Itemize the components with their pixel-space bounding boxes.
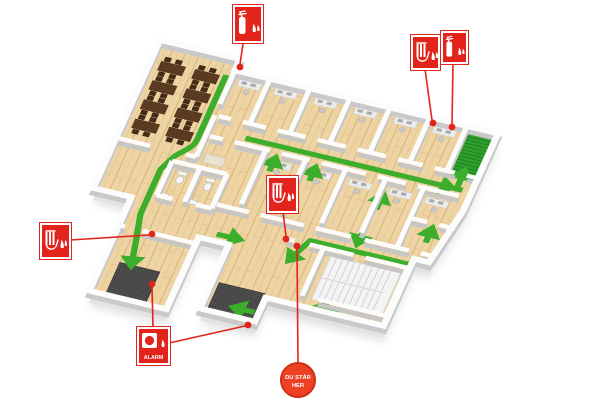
you-are-here-marker: DU STÅR HER <box>280 362 316 398</box>
alarm-sign-label: ALARM <box>144 355 164 361</box>
fire-hose-sign-center <box>266 175 299 214</box>
escape-route-arrow-east <box>215 227 246 247</box>
escape-route-to-left-exit <box>120 74 230 271</box>
side-table <box>202 153 227 168</box>
fire-hose-sign-top-right <box>410 34 441 71</box>
you-are-here-label-line2: HER <box>292 383 305 389</box>
escape-route-arrow-up <box>259 153 284 173</box>
fire-extinguisher-sign-top-right <box>440 30 469 65</box>
toilet-room <box>159 170 217 206</box>
fire-hose-sign-left <box>39 222 72 260</box>
escape-route-arrow-up <box>299 163 324 182</box>
fire-extinguisher-sign-top <box>232 4 264 44</box>
escape-route-arrow-up <box>416 223 441 244</box>
escape-route-corridor <box>244 135 464 193</box>
escape-route-arrow-to-center-exit <box>228 300 256 320</box>
alarm-sign: ALARM <box>136 326 171 366</box>
sign-leaders <box>69 43 456 363</box>
alarm-bell-icon <box>142 333 165 348</box>
escape-route-arrow-east <box>429 175 457 195</box>
escape-route-arrow-to-stairs <box>448 166 473 188</box>
you-are-here-balloon <box>280 362 316 398</box>
you-are-here-label-line1: DU STÅR <box>285 374 312 381</box>
escape-route-south-corridor <box>284 238 412 268</box>
